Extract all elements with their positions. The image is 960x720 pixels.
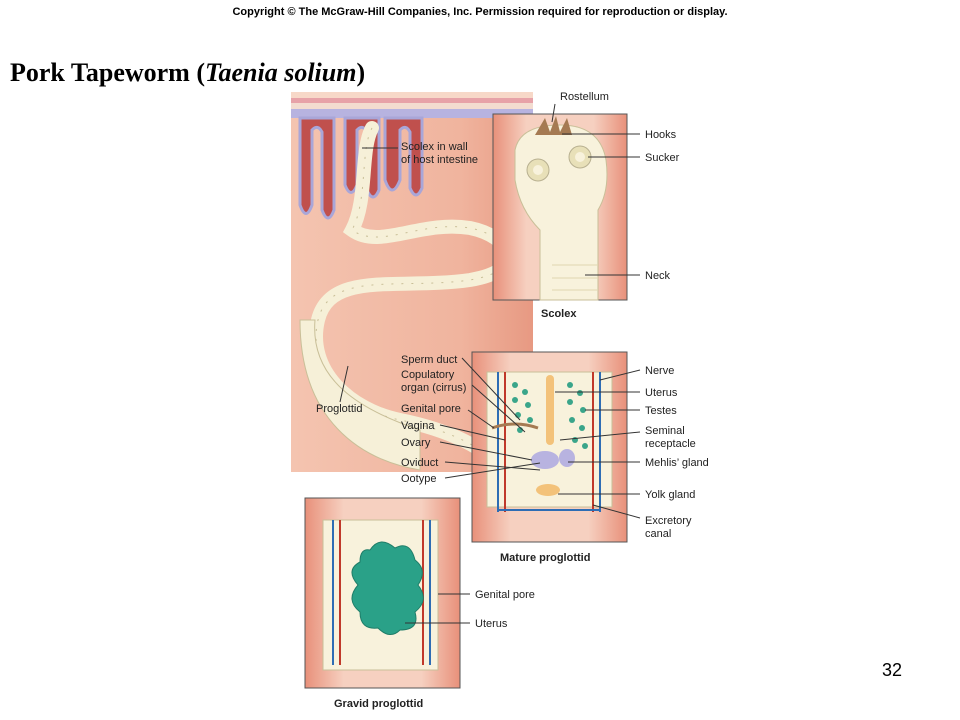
label-gravid-uterus: Uterus: [475, 618, 508, 630]
title-prefix: Pork Tapeworm (: [10, 58, 205, 87]
mature-proglottid-inset: [471, 351, 628, 543]
label-ovary: Ovary: [401, 437, 431, 449]
label-vagina: Vagina: [401, 420, 435, 432]
label-ootype: Ootype: [401, 473, 436, 485]
uterus-mature: [546, 375, 554, 445]
scolex-inset: [492, 113, 628, 301]
title-suffix: ): [356, 58, 366, 87]
rostellum-hooks: [535, 116, 572, 135]
ovary: [531, 451, 559, 469]
label-scolex-in-wall-1: Scolex in wall: [401, 141, 468, 153]
label-sucker: Sucker: [645, 152, 680, 164]
label-uterus: Uterus: [645, 387, 678, 399]
label-nerve: Nerve: [645, 365, 674, 377]
label-copulatory-1: Copulatory: [401, 369, 455, 381]
yolk-gland: [536, 484, 560, 496]
label-testes: Testes: [645, 405, 677, 417]
label-seminal-2: receptacle: [645, 438, 696, 450]
label-seminal-1: Seminal: [645, 425, 685, 437]
label-gravid-genital-pore: Genital pore: [475, 589, 535, 601]
caption-gravid-proglottid: Gravid proglottid: [334, 698, 423, 710]
label-genital-pore: Genital pore: [401, 403, 461, 415]
intestinal-crypts: [298, 116, 424, 220]
caption-mature-proglottid: Mature proglottid: [500, 552, 590, 564]
label-hooks: Hooks: [645, 129, 677, 141]
label-sperm-duct: Sperm duct: [401, 354, 457, 366]
label-yolk-gland: Yolk gland: [645, 489, 695, 501]
gravid-uterus: [351, 541, 424, 635]
page-number: 32: [881, 660, 902, 680]
label-rostellum: Rostellum: [560, 91, 609, 103]
label-proglottid: Proglottid: [316, 403, 362, 415]
slide-title: Pork Tapeworm (Taenia solium): [10, 58, 365, 88]
label-excretory-2: canal: [645, 528, 671, 540]
leader-lines: [339, 103, 641, 624]
gravid-proglottid-inset: [304, 497, 461, 689]
label-excretory-1: Excretory: [645, 515, 692, 527]
title-species: Taenia solium: [205, 58, 357, 87]
copyright-notice: Copyright © The McGraw-Hill Companies, I…: [232, 6, 728, 18]
label-scolex-in-wall-2: of host intestine: [401, 154, 478, 166]
label-neck: Neck: [645, 270, 671, 282]
caption-scolex: Scolex: [541, 308, 577, 320]
label-copulatory-2: organ (cirrus): [401, 382, 466, 394]
label-mehlis-gland: Mehlis’ gland: [645, 457, 709, 469]
label-oviduct: Oviduct: [401, 457, 438, 469]
